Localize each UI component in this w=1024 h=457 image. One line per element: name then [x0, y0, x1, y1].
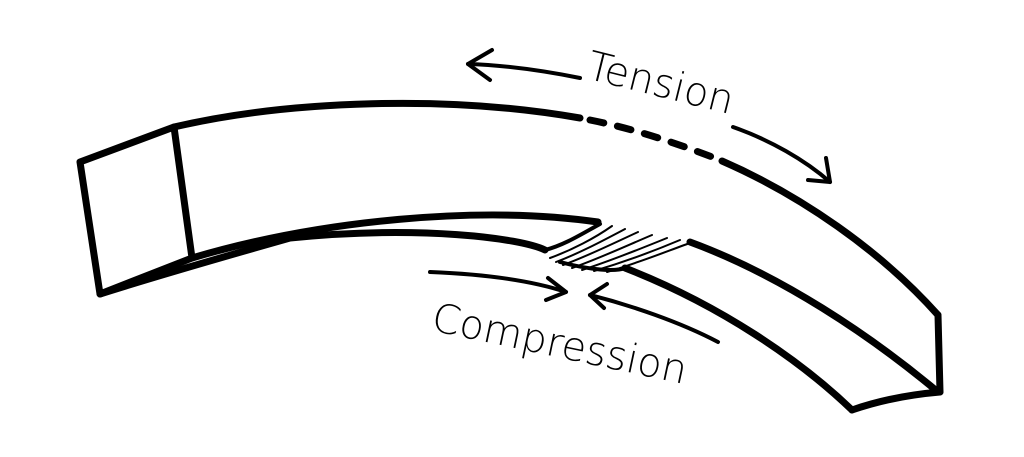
- beam-top-edge-right: [718, 157, 942, 319]
- compression-arrow-right: [588, 282, 720, 344]
- beam-lower-front-edge: [621, 264, 856, 414]
- beam-bottom-back-edge: [188, 211, 602, 262]
- beam-top-edge: [170, 99, 584, 131]
- tension-arrow-right: [731, 125, 832, 184]
- tension-arrow-left: [466, 48, 582, 82]
- tension-label: Tension: [583, 43, 739, 124]
- beam-top-edge-dotted: [586, 116, 719, 162]
- beam-right-bottom: [848, 388, 944, 414]
- compression-arrow-left: [428, 270, 568, 302]
- beam-right-end: [934, 311, 944, 396]
- compression-label: Compression: [428, 295, 691, 394]
- compression-wrinkles: [543, 222, 691, 273]
- beam-lower-back-edge: [686, 238, 942, 396]
- beam-bottom-front-edge: [96, 229, 549, 298]
